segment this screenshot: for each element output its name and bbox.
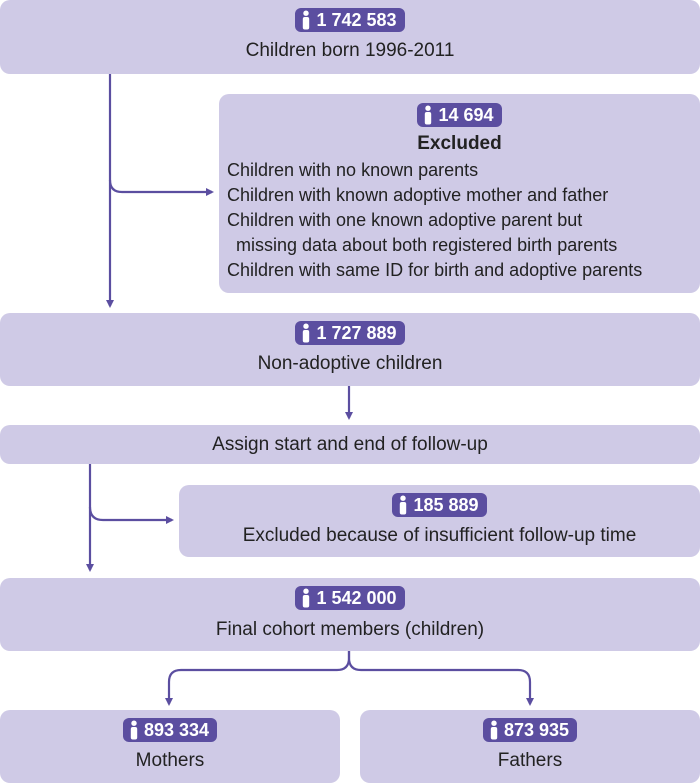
arrow-to-excluded2 (88, 506, 174, 524)
count-badge: 1 542 000 (295, 586, 405, 610)
arrow-final-split (165, 651, 351, 706)
count-badge: 185 889 (392, 493, 487, 517)
person-icon (398, 495, 408, 515)
arrow-final-split-right (347, 651, 534, 706)
person-icon (301, 10, 311, 30)
criterion-line: missing data about both registered birth… (236, 235, 618, 255)
box-label: Excluded because of insufficient follow-… (242, 525, 637, 546)
count-text: 1 727 889 (316, 323, 397, 343)
count-text: 873 935 (503, 720, 570, 740)
box-final-cohort: 1 542 000 Final cohort members (children… (0, 578, 700, 651)
person-icon (423, 105, 433, 125)
box-label: Mothers (135, 750, 205, 771)
count-text: 1 542 000 (316, 588, 397, 608)
box-non-adoptive: 1 727 889 Non-adoptive children (0, 313, 700, 386)
person-icon (129, 720, 139, 740)
box-label: Children born 1996-2011 (245, 40, 455, 61)
criterion-line: Children with same ID for birth and adop… (227, 260, 643, 280)
count-badge: 1 727 889 (295, 321, 405, 345)
excluded-title: Excluded (417, 133, 502, 154)
arrow-to-excluded1 (108, 179, 214, 196)
box-label: Non-adoptive children (257, 353, 443, 374)
person-icon (489, 720, 499, 740)
box-assign-follow-up: Assign start and end of follow-up (0, 425, 700, 464)
box-mothers: 893 334 Mothers (0, 710, 340, 783)
box-label: Assign start and end of follow-up (212, 434, 488, 455)
person-icon (301, 588, 311, 608)
criterion-line: Children with known adoptive mother and … (227, 185, 609, 205)
box-excluded-follow-up: 185 889 Excluded because of insufficient… (179, 485, 700, 557)
exclusion-criteria-list: Children with no known parents Children … (227, 158, 696, 283)
count-text: 893 334 (143, 720, 210, 740)
count-badge: 893 334 (122, 718, 218, 742)
count-badge: 873 935 (482, 718, 578, 742)
count-text: 185 889 (413, 495, 479, 515)
criterion-line: Children with no known parents (227, 160, 479, 180)
box-label: Final cohort members (children) (215, 619, 485, 640)
box-label: Fathers (497, 750, 563, 771)
count-badge: 1 742 583 (295, 8, 405, 32)
criterion-line: Children with one known adoptive parent … (227, 210, 583, 230)
count-text: 14 694 (438, 105, 494, 125)
count-badge: 14 694 (417, 103, 502, 127)
box-children-born: 1 742 583 Children born 1996-2011 (0, 0, 700, 74)
box-excluded-adoptive: 14 694 Excluded Children with no known p… (219, 94, 700, 293)
box-fathers: 873 935 Fathers (360, 710, 700, 783)
count-text: 1 742 583 (316, 10, 397, 30)
person-icon (301, 323, 311, 343)
